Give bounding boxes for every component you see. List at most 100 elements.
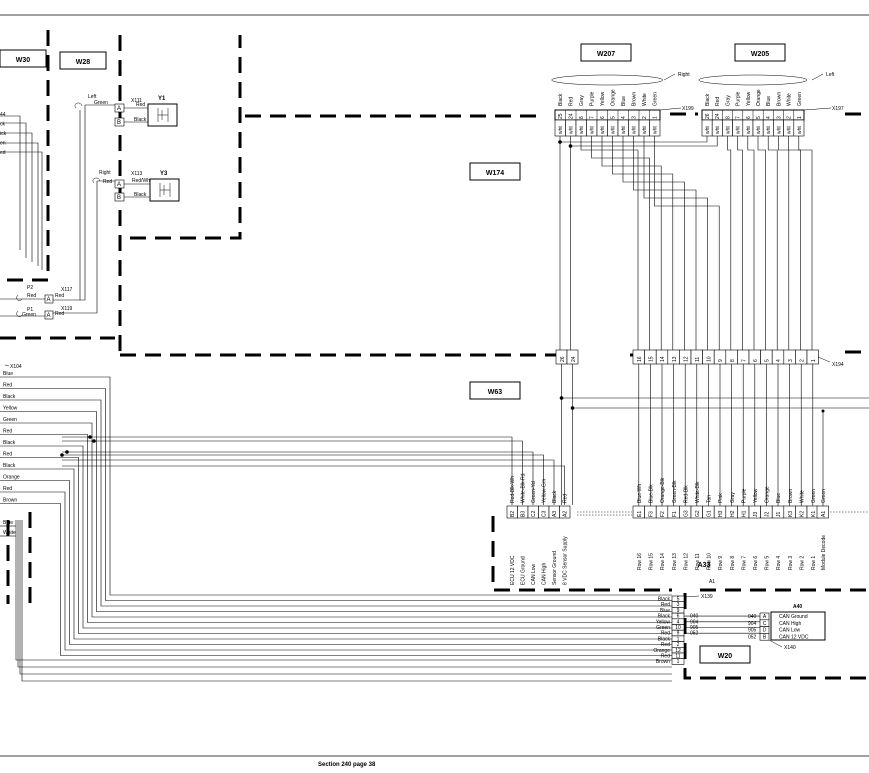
x194-right-pin-1: 15 bbox=[649, 356, 655, 362]
harness-label-w28: W28 bbox=[76, 59, 91, 66]
footer-text: Section 240 page 38 bbox=[318, 762, 376, 768]
x139-pin-11: 1 bbox=[677, 659, 680, 665]
a40-box bbox=[770, 611, 826, 641]
x139-pin-10: 11 bbox=[675, 654, 680, 660]
x199-pin-8: 2 bbox=[642, 116, 648, 119]
x104-wire-2 bbox=[0, 399, 672, 607]
left-lower-wire-0: Blue bbox=[3, 520, 13, 526]
harness-label-box-1 bbox=[59, 51, 107, 70]
x197-lower-3: wht bbox=[736, 126, 742, 134]
harness-label-box-0 bbox=[0, 49, 47, 68]
a33-left-pin-3: C3 bbox=[542, 510, 548, 517]
x139-color-11: Brown bbox=[656, 659, 670, 665]
top-wires bbox=[558, 136, 813, 350]
x139-color-2: Blue bbox=[660, 608, 670, 614]
x199-lower-2: wht bbox=[579, 126, 585, 134]
x199-lower-4: wht bbox=[600, 126, 606, 134]
a33-right-func-9: Row 7 bbox=[741, 556, 747, 570]
a33-right-func-1: Row 15 bbox=[649, 553, 655, 570]
a33-right-color-15: Green bbox=[811, 489, 817, 503]
x194-right-pin-7: 9 bbox=[718, 359, 724, 362]
x104-wire-3 bbox=[0, 411, 672, 612]
x197-color-8: White bbox=[787, 93, 793, 106]
a40-pin-0: A bbox=[763, 614, 767, 620]
a33-right-color-12: Blue bbox=[776, 493, 782, 503]
x104-wire-0 bbox=[0, 376, 672, 596]
harness-label-box-4 bbox=[469, 162, 521, 181]
x104-lower-wire-0 bbox=[15, 520, 672, 661]
a40-func-1: CAN High bbox=[779, 621, 801, 627]
a40-pin-3: B bbox=[763, 634, 767, 640]
a40-pin-1: C bbox=[763, 621, 767, 627]
a40-func-2: CAN Low bbox=[779, 628, 801, 634]
harness-label-w30: W30 bbox=[16, 57, 31, 64]
x199-bundle-ellipse bbox=[551, 74, 663, 86]
a33-right-pin-2: F2 bbox=[660, 511, 666, 517]
x197-pin-8: 2 bbox=[787, 116, 793, 119]
x197-side: Left bbox=[826, 72, 835, 78]
a33-left-color-5: Red bbox=[563, 494, 569, 503]
x104-wire-label-6: Black bbox=[3, 440, 16, 446]
a33-right-pin-13: K3 bbox=[788, 511, 794, 517]
x194-left-pin-0: 26 bbox=[560, 356, 566, 362]
x139-color-8: Red bbox=[661, 642, 670, 648]
a33-right-color-0: Blue-Wh bbox=[637, 484, 643, 503]
x199-color-2: Gray bbox=[579, 95, 585, 106]
x199-color-3: Purple bbox=[590, 91, 596, 106]
x197-color-7: Brown bbox=[776, 92, 782, 106]
a33-left-func-1: ECU Ground bbox=[521, 556, 527, 585]
x104-wire-10 bbox=[0, 491, 672, 651]
harness-label-box-2 bbox=[580, 43, 632, 62]
p1-wire-out: Red bbox=[55, 311, 64, 317]
x194-right-pin-14: 2 bbox=[799, 359, 805, 362]
x197-lower-6: wht bbox=[766, 126, 772, 134]
x197-pin-7: 3 bbox=[776, 116, 782, 119]
a33-right-color-5: White-Blk bbox=[695, 481, 701, 503]
x199-connector: RightBlack25whtRed24whtGray8whtPurple7wh… bbox=[551, 72, 694, 137]
x197-color-3: Purple bbox=[736, 91, 742, 106]
x199-label-leader bbox=[659, 107, 682, 111]
x197-wire-3 bbox=[737, 136, 743, 350]
x197-join-wire-1 bbox=[570, 136, 718, 147]
a40-wire-1: 904 bbox=[748, 621, 757, 627]
a40-wire-3: 052 bbox=[748, 634, 757, 640]
x197-pin-6: 4 bbox=[766, 116, 772, 119]
x139-pin-5: 10 bbox=[675, 625, 681, 631]
a33-right-pin-16: A1 bbox=[821, 511, 827, 517]
x139-cell-11 bbox=[671, 658, 685, 665]
x139-pin-4: 4 bbox=[677, 619, 680, 625]
a33-right-func-14: Row 2 bbox=[799, 556, 805, 570]
a33-right-color-16: Green bbox=[821, 489, 827, 503]
x199-lower-7: wht bbox=[632, 126, 638, 134]
x199-color-5: Orange bbox=[611, 89, 617, 106]
a33-right-pin-12: J1 bbox=[776, 512, 782, 518]
a33-right-pin-1: F3 bbox=[649, 511, 655, 517]
a33-left-color-1: White-Blk-Rd bbox=[521, 473, 527, 503]
a40-cell-3 bbox=[759, 633, 770, 641]
a33-right-color-3: Green-Blk bbox=[672, 480, 678, 503]
x199-pin-7: 3 bbox=[632, 116, 638, 119]
x139-pin-6: 9 bbox=[677, 631, 680, 637]
a33-right-color-13: Brown bbox=[788, 489, 794, 503]
x199-wire-6 bbox=[622, 136, 685, 350]
a33-right-func-4: Row 12 bbox=[683, 553, 689, 570]
p2-connector: X117 bbox=[61, 287, 73, 293]
y1-wire-in: Green bbox=[94, 100, 108, 106]
y1-pin-b-label: B bbox=[117, 120, 121, 126]
y1-side: Left bbox=[88, 94, 97, 100]
x199-pin-4: 6 bbox=[600, 116, 606, 119]
a33-sub: A1 bbox=[709, 579, 715, 585]
x199-pin-2: 8 bbox=[579, 116, 585, 119]
x197-color-6: Blue bbox=[766, 96, 772, 106]
x199-side: Right bbox=[678, 72, 690, 78]
left-lower-wire-1: White bbox=[3, 530, 16, 536]
x199-color-4: Yellow bbox=[600, 91, 606, 106]
x197-color-4: Yellow bbox=[746, 91, 752, 106]
x104-bundle: X104 bbox=[4, 364, 22, 370]
a33-right-func-16: Module Decode bbox=[821, 535, 827, 570]
harness-label-box-6 bbox=[699, 645, 751, 664]
x194-right-pin-12: 4 bbox=[776, 359, 782, 362]
